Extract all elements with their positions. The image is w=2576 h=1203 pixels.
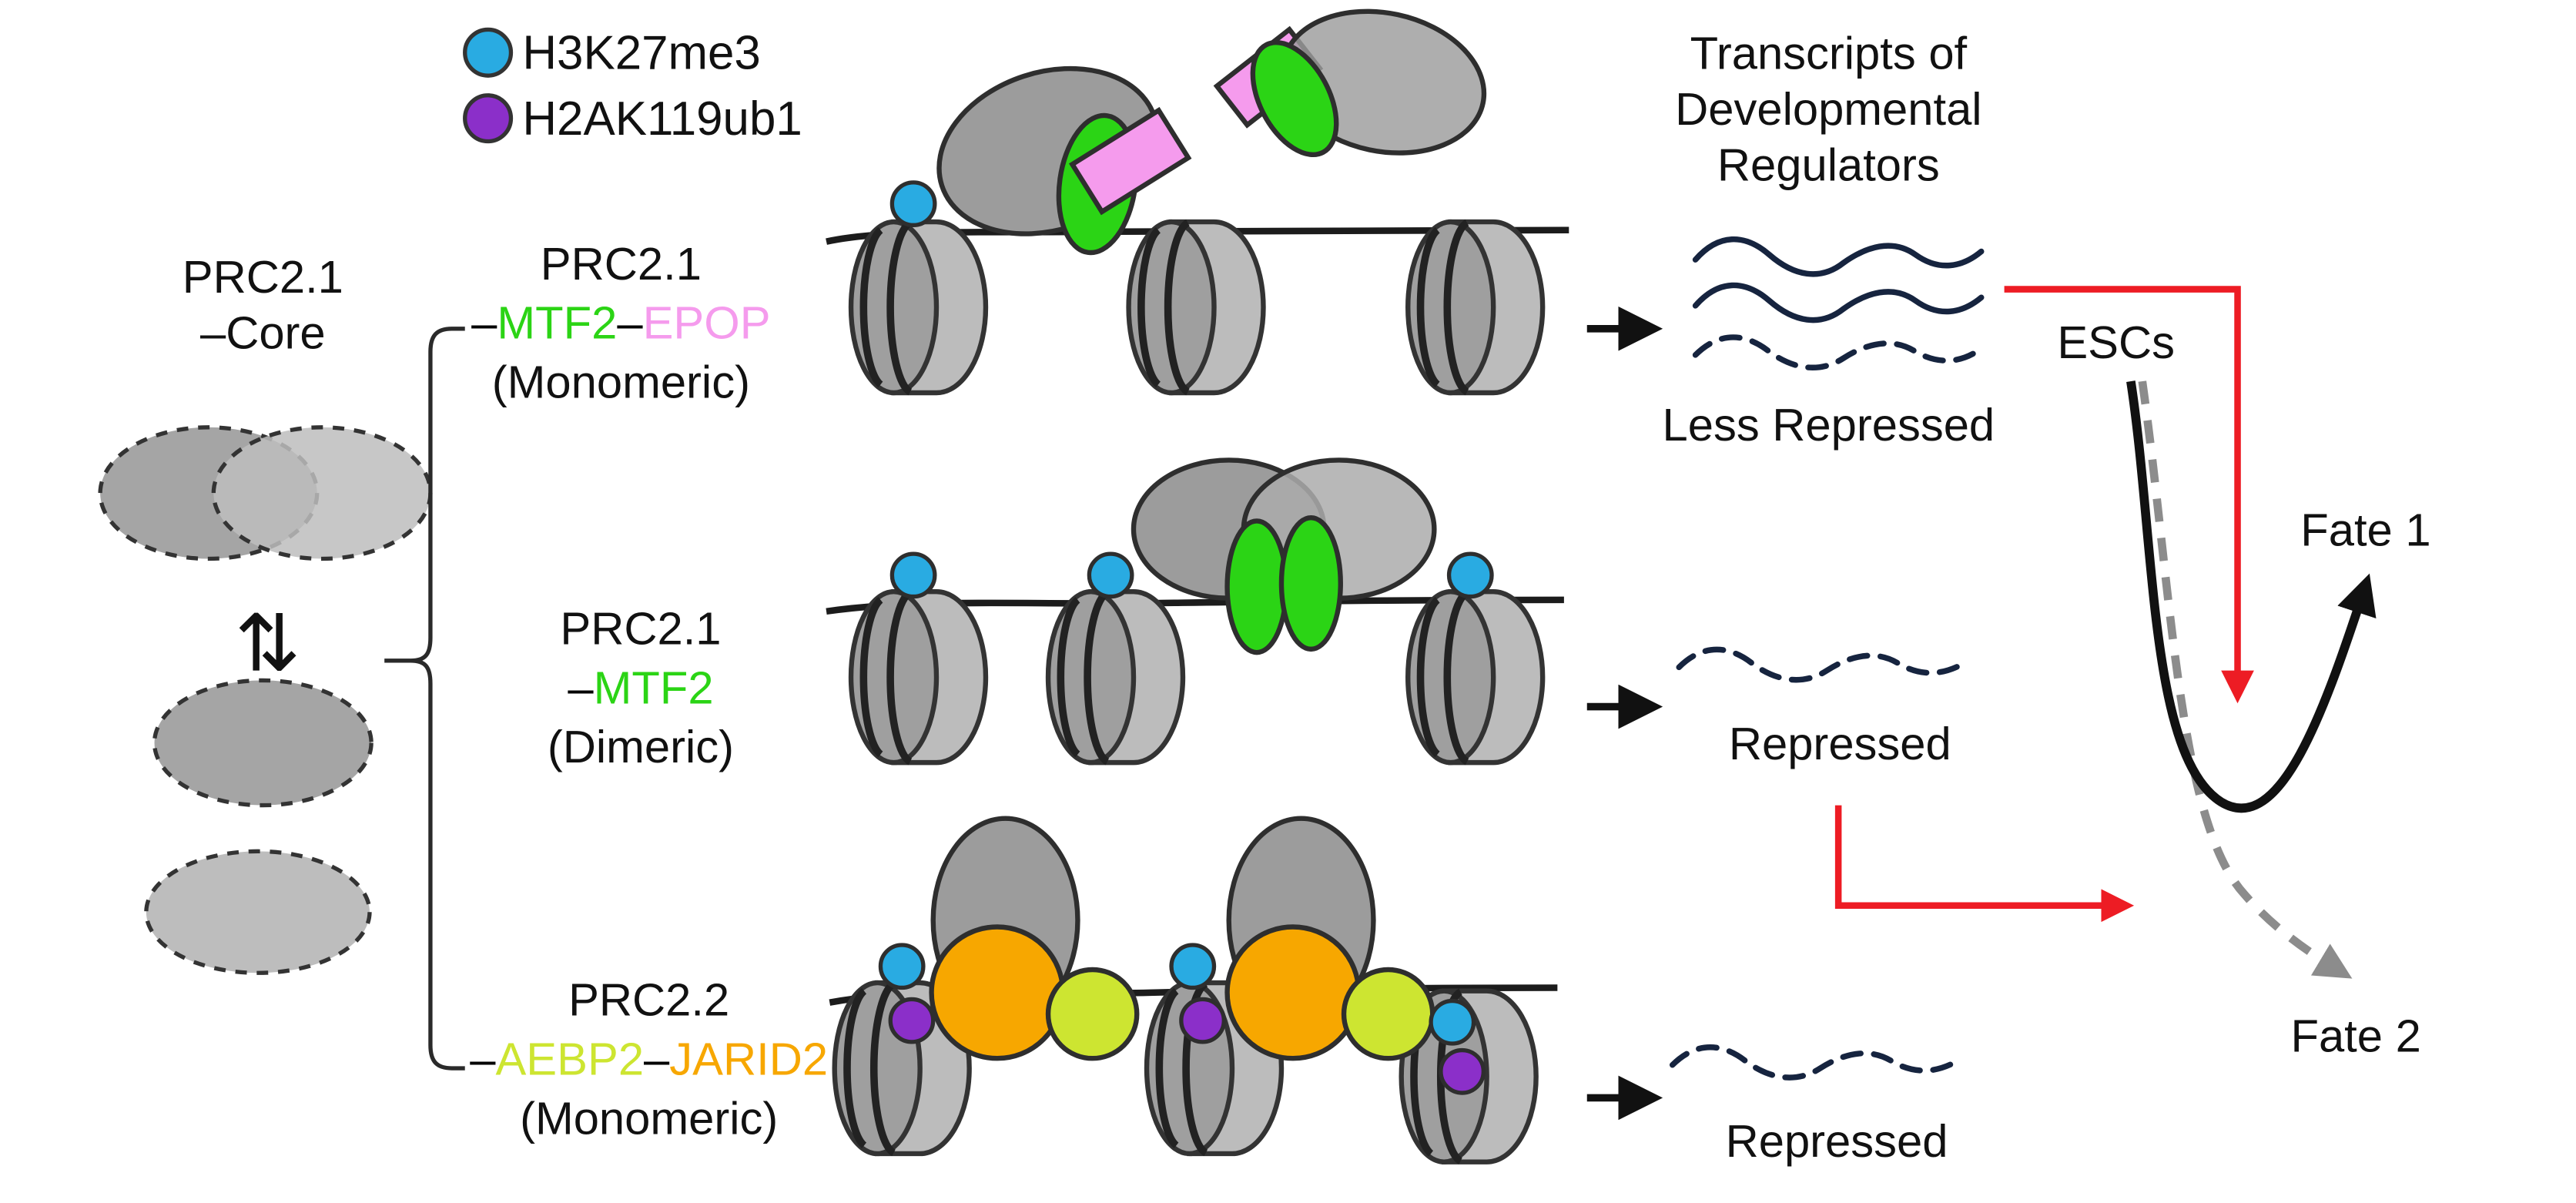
core-equilibrium-panel: PRC2.1 –Core ⇅: [98, 251, 465, 1071]
complex3-name: PRC2.2: [568, 974, 729, 1026]
h2ak119ub1-mark: [1179, 997, 1226, 1044]
complex2-form: (Dimeric): [548, 721, 734, 772]
fate-diagram: ESCs Fate 1 Fate 2: [2057, 317, 2430, 1062]
branch-bracket: [384, 327, 465, 1071]
h3k27me3-mark: [889, 551, 937, 599]
transcript-wave-dashed-3: [1669, 1044, 1965, 1081]
core-title-line2: –Core: [200, 307, 326, 358]
complex2-subunits: –MTF2: [568, 662, 713, 713]
complex2-mtf2-label: MTF2: [594, 662, 714, 713]
nucleosome: [851, 222, 986, 393]
complex1-subunits: –MTF2–EPOP: [471, 297, 770, 349]
complex3-subunits: –AEBP2–JARID2: [470, 1034, 828, 1085]
complex-row-2: PRC2.1 –MTF2 (Dimeric) Repressed: [548, 457, 1971, 772]
aebp2-circle-unit2: [1341, 967, 1435, 1061]
core-title-line1: PRC2.1: [183, 251, 343, 303]
fate1-label: Fate 1: [2300, 504, 2430, 555]
h3k27me3-mark: [1087, 551, 1134, 599]
legend-label-h2ak119ub1: H2AK119ub1: [522, 92, 802, 146]
escs-label: ESCs: [2057, 317, 2175, 368]
h2ak119ub1-mark: [888, 997, 936, 1044]
fate2-label: Fate 2: [2290, 1010, 2420, 1062]
h3k27me3-legend-mark: [463, 27, 514, 78]
mtf2-oval-dimer-1: [1224, 518, 1289, 655]
core-monomer-ellipse-2: [144, 849, 372, 975]
complex2-name: PRC2.1: [560, 602, 721, 654]
mtf2-oval-dimer-2: [1278, 514, 1343, 652]
transcript-status-3: Repressed: [1726, 1115, 1948, 1167]
complex1-epop-label: EPOP: [643, 297, 771, 349]
complex-row-1: PRC2.1 –MTF2–EPOP (Monomeric) Less Repre…: [471, 8, 1995, 451]
h3k27me3-mark: [889, 180, 937, 228]
jarid2-circle-unit2: [1224, 924, 1362, 1061]
jarid2-circle-unit1: [929, 924, 1066, 1061]
nucleosome: [1048, 591, 1183, 762]
transcript-wave-dashed-2: [1676, 646, 1971, 683]
complex3-dash2: –: [644, 1034, 670, 1085]
complex1-mtf2-label: MTF2: [497, 297, 617, 349]
h3k27me3-mark: [1446, 551, 1494, 599]
transcripts-title-line2: Developmental: [1675, 83, 1981, 135]
complex1-name: PRC2.1: [541, 238, 702, 290]
red-arrow-repressed-to-fate: [1834, 805, 2135, 923]
nucleosome: [851, 591, 986, 762]
complex3-form: (Monomeric): [520, 1092, 778, 1144]
complex3-dash1: –: [470, 1034, 496, 1085]
transcripts-title-line3: Regulators: [1717, 139, 1940, 191]
transcripts-title: Transcripts of Developmental Regulators: [1675, 28, 1981, 191]
fate2-curve: [2138, 380, 2353, 979]
transcript-wave-solid-1: [1692, 236, 1985, 277]
core-dimer-ellipse-right: [211, 425, 433, 561]
core-monomer-ellipse-1: [152, 678, 374, 808]
legend-label-h3k27me3: H3K27me3: [522, 27, 760, 80]
complex1-dash2: –: [617, 297, 643, 349]
h2ak119ub1-legend-mark: [463, 93, 514, 144]
red-arrow-less-repressed-to-fate: [2004, 286, 2254, 704]
complex-row-3: PRC2.2 –AEBP2–JARID2 (Monomeric) Repress…: [470, 816, 1965, 1167]
transcript-status-2: Repressed: [1729, 718, 1951, 769]
transcripts-title-line1: Transcripts of: [1690, 28, 1968, 79]
nucleosome: [1129, 222, 1264, 393]
equilibrium-arrows-icon: ⇅: [235, 599, 301, 688]
h3k27me3-mark: [878, 943, 926, 990]
transcript-status-1: Less Repressed: [1663, 399, 1995, 451]
transcript-wave-solid-2: [1692, 282, 1985, 323]
h3k27me3-mark: [1429, 998, 1476, 1046]
complex2-dash1: –: [568, 662, 594, 713]
nucleosome: [1408, 222, 1543, 393]
nucleosome: [1408, 591, 1543, 762]
complex1-form: (Monomeric): [492, 356, 750, 407]
legend: H3K27me3 H2AK119ub1: [463, 27, 802, 146]
h2ak119ub1-mark: [1439, 1047, 1486, 1095]
epop-rect: [1068, 106, 1192, 216]
aebp2-circle-unit1: [1045, 967, 1140, 1061]
complex3-jarid2-label: JARID2: [669, 1034, 828, 1085]
h3k27me3-mark: [1169, 943, 1217, 990]
transcript-wave-dashed-1: [1692, 334, 1985, 370]
complex1-dash1: –: [471, 297, 497, 349]
mtf2-oval-floating: [1250, 40, 1339, 158]
fate1-curve: [2126, 380, 2377, 813]
complex3-aebp2-label: AEBP2: [495, 1034, 644, 1085]
